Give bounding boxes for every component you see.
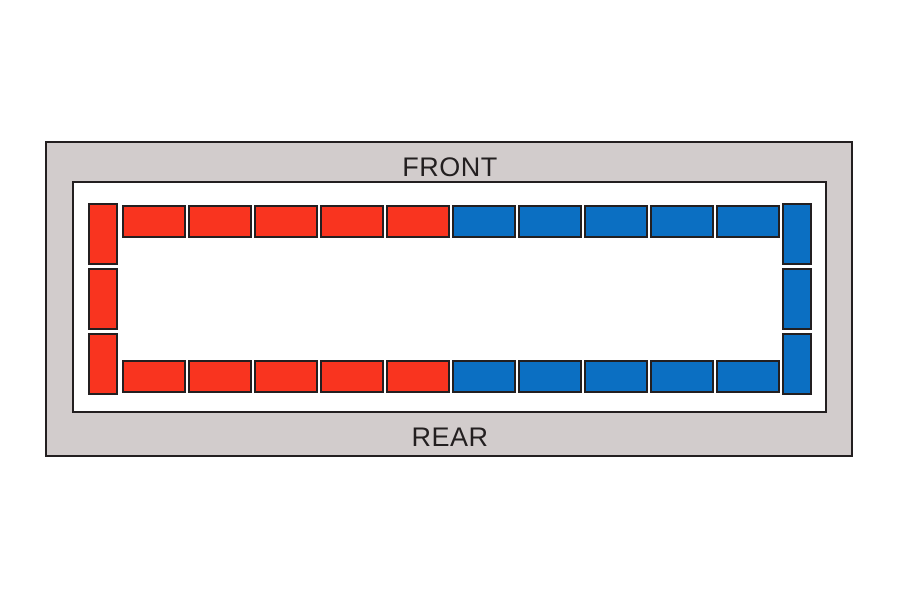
right-seat-1[interactable] bbox=[782, 203, 812, 265]
top-seat-9[interactable] bbox=[650, 205, 714, 238]
top-seat-5[interactable] bbox=[386, 205, 450, 238]
bottom-seat-3[interactable] bbox=[254, 360, 318, 393]
top-seat-1[interactable] bbox=[122, 205, 186, 238]
top-seat-6[interactable] bbox=[452, 205, 516, 238]
left-seat-2[interactable] bbox=[88, 268, 118, 330]
top-seat-10[interactable] bbox=[716, 205, 780, 238]
bottom-seat-10[interactable] bbox=[716, 360, 780, 393]
top-seat-3[interactable] bbox=[254, 205, 318, 238]
right-seat-3[interactable] bbox=[782, 333, 812, 395]
bottom-seat-1[interactable] bbox=[122, 360, 186, 393]
bottom-seat-6[interactable] bbox=[452, 360, 516, 393]
top-seat-2[interactable] bbox=[188, 205, 252, 238]
bottom-seat-5[interactable] bbox=[386, 360, 450, 393]
left-seat-1[interactable] bbox=[88, 203, 118, 265]
top-seat-4[interactable] bbox=[320, 205, 384, 238]
left-seat-3[interactable] bbox=[88, 333, 118, 395]
top-seat-7[interactable] bbox=[518, 205, 582, 238]
right-seat-2[interactable] bbox=[782, 268, 812, 330]
bottom-seat-9[interactable] bbox=[650, 360, 714, 393]
bottom-seat-4[interactable] bbox=[320, 360, 384, 393]
bottom-seat-8[interactable] bbox=[584, 360, 648, 393]
front-label: FRONT bbox=[402, 152, 498, 182]
bottom-seat-2[interactable] bbox=[188, 360, 252, 393]
top-seat-8[interactable] bbox=[584, 205, 648, 238]
bottom-seat-7[interactable] bbox=[518, 360, 582, 393]
rear-label: REAR bbox=[411, 422, 489, 452]
